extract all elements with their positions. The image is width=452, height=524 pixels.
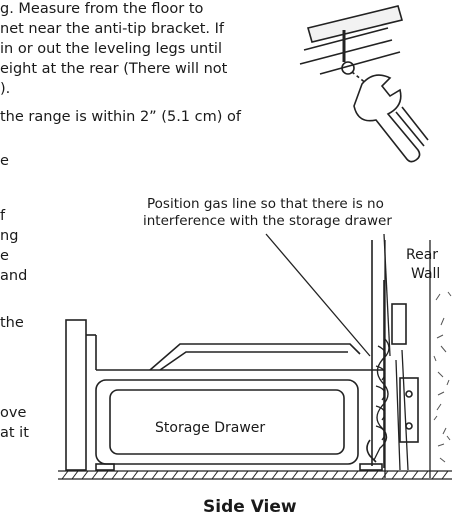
- text-fragment: e: [0, 153, 9, 169]
- callout-line-1: Position gas line so that there is no: [147, 196, 384, 212]
- wrench-icon: [299, 5, 429, 163]
- text-line: in or out the leveling legs until: [0, 41, 222, 57]
- callout-line-2: interference with the storage drawer: [143, 213, 392, 229]
- text-fragment: ng: [0, 228, 19, 244]
- text-line: the range is within 2” (5.1 cm) of: [0, 109, 241, 125]
- floor: [58, 470, 452, 480]
- side-view-title: Side View: [203, 497, 297, 517]
- text-fragment: e: [0, 248, 9, 264]
- storage-drawer-label: Storage Drawer: [155, 420, 266, 436]
- wall-label: Wall: [411, 266, 441, 282]
- rear-wall: [384, 240, 452, 478]
- text-line: ).: [0, 81, 11, 97]
- gas-line: [373, 337, 409, 471]
- text-fragment: and: [0, 268, 28, 284]
- text-line: g. Measure from the floor to: [0, 1, 204, 17]
- rear-label: Rear: [406, 247, 439, 263]
- text-fragment: f: [0, 208, 6, 224]
- text-fragment: at it: [0, 425, 29, 441]
- text-fragment: ove: [0, 405, 27, 421]
- text-line: eight at the rear (There will not: [0, 61, 228, 77]
- text-fragment: the: [0, 315, 24, 331]
- text-line: net near the anti-tip bracket. If: [0, 21, 225, 37]
